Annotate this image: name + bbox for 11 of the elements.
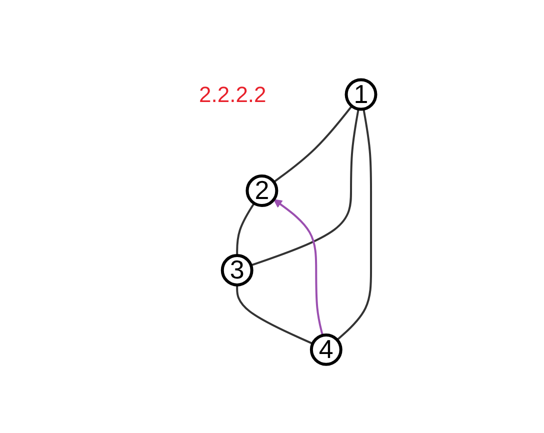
arrow <box>273 199 324 336</box>
node-circle: 2 <box>245 174 278 208</box>
connector <box>272 106 352 184</box>
connector <box>250 109 360 267</box>
node-label: 2.2.2.2 <box>198 82 266 108</box>
node-circle: 4 <box>310 334 342 366</box>
connector <box>236 203 255 256</box>
node-circle: 1 <box>344 78 377 112</box>
node-circle: 3 <box>220 254 253 287</box>
connector <box>236 285 313 345</box>
connector <box>336 109 372 342</box>
